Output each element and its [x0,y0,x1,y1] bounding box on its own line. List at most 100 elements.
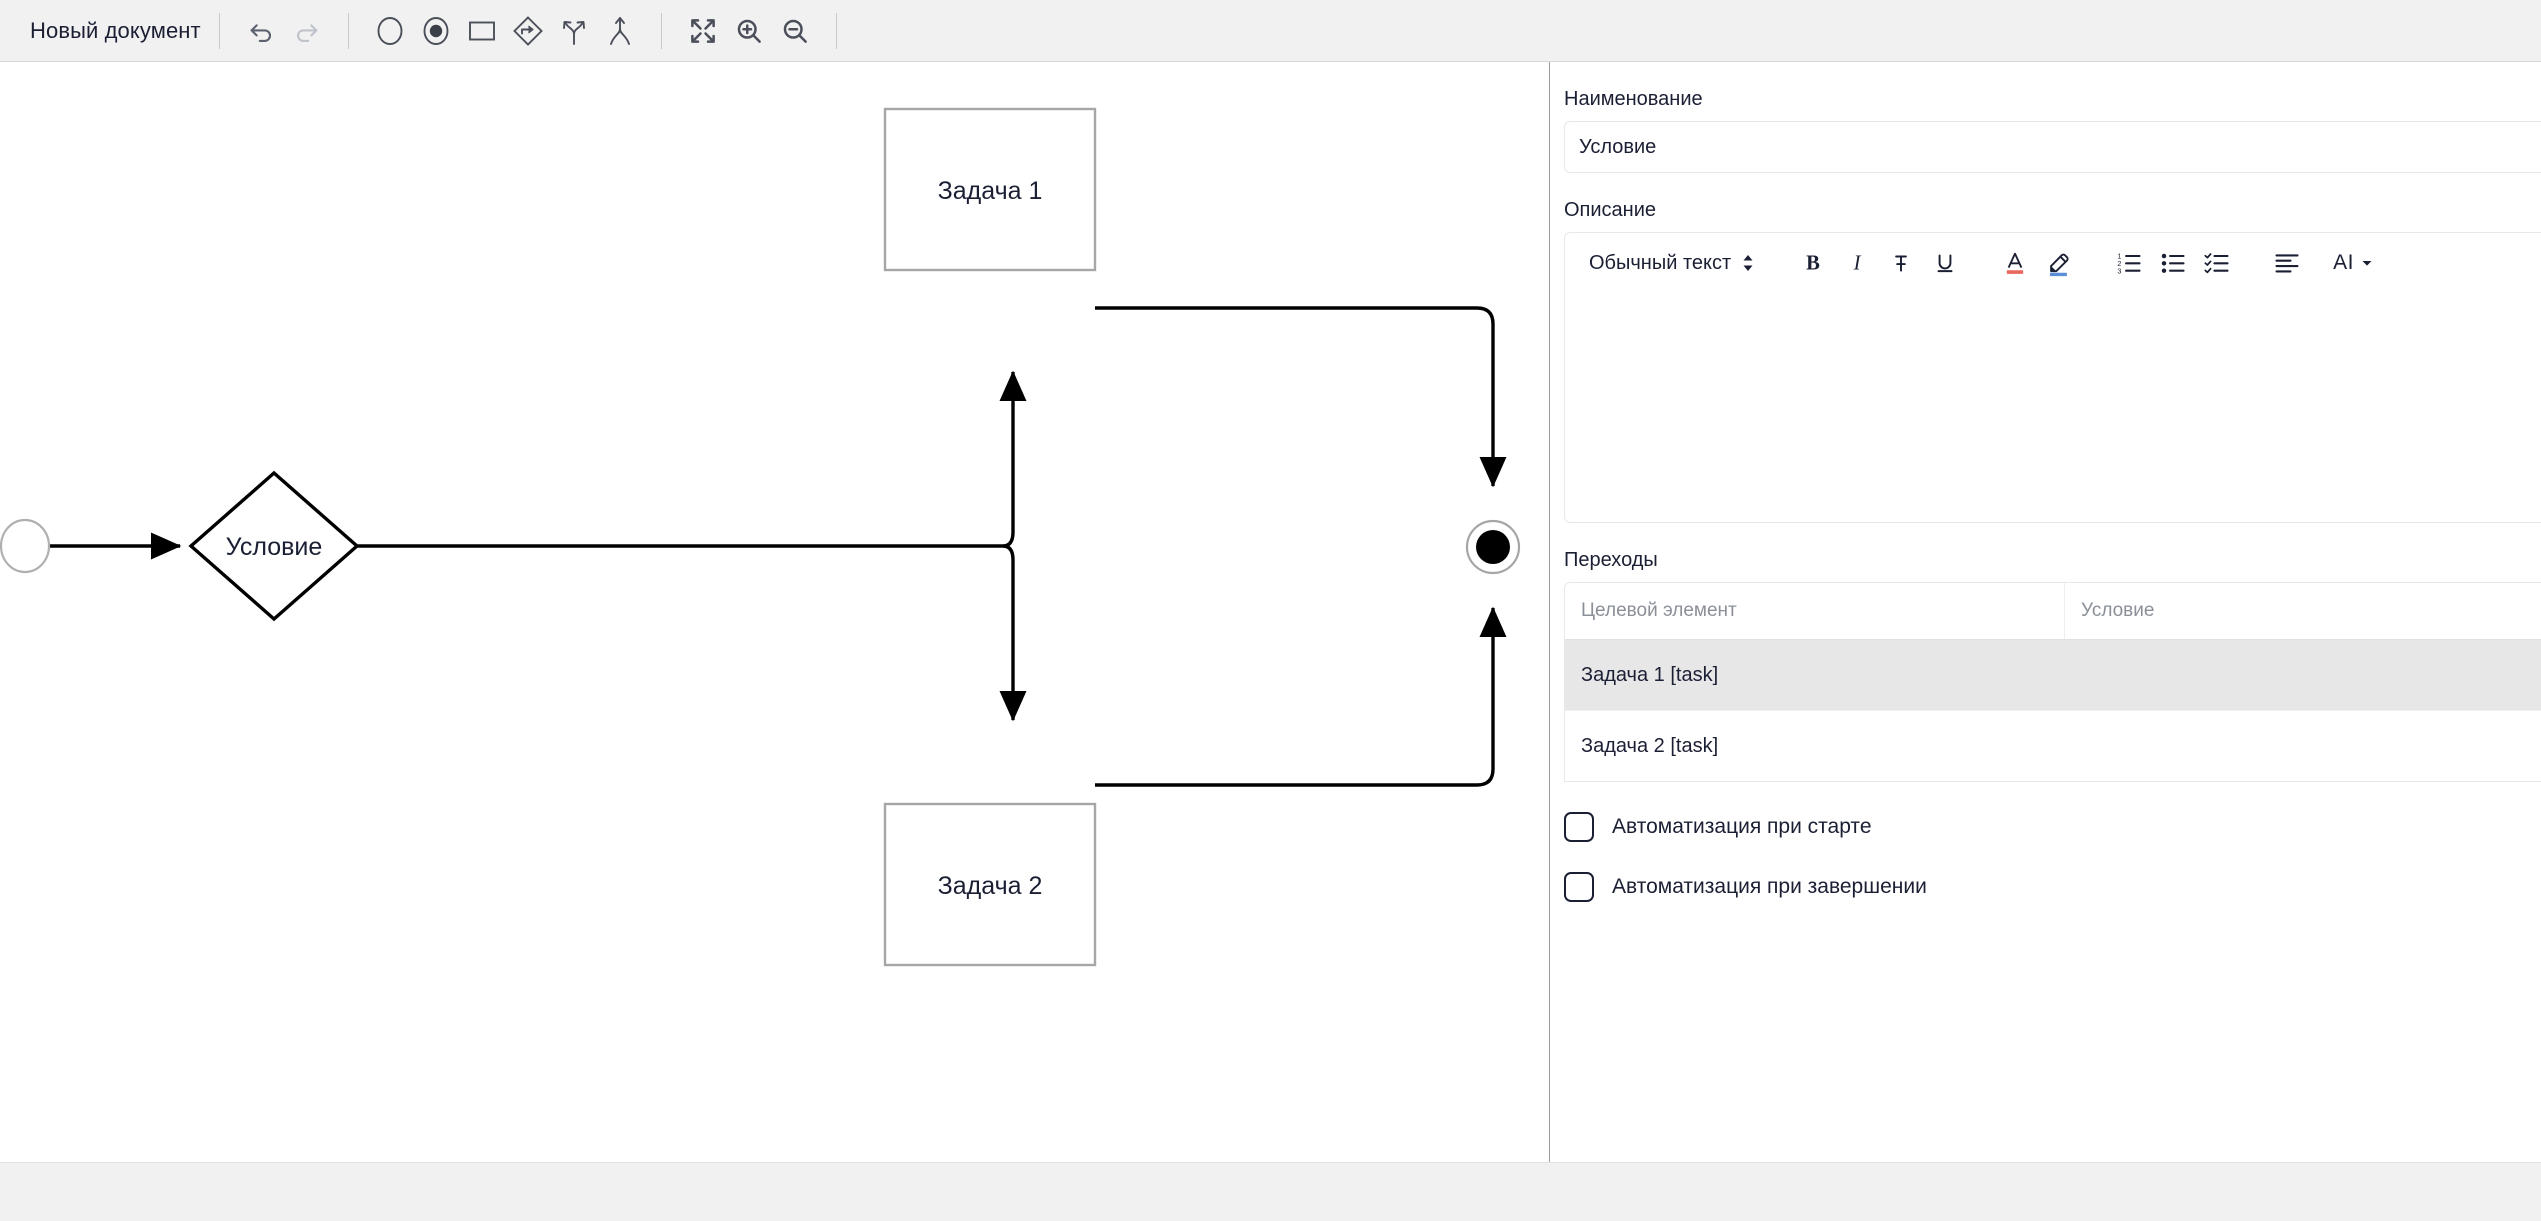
expand-arrows-icon [690,18,715,43]
add-merge-button[interactable] [597,8,643,54]
check-list-button[interactable] [2195,241,2239,285]
node-task1[interactable]: Задача 1 [883,107,1097,272]
align-left-icon [2275,254,2299,273]
text-color-button[interactable] [1993,241,2037,285]
add-condition-node-button[interactable] [505,8,551,54]
node-condition-label: Условие [226,533,323,561]
highlight-pen-icon [2050,253,2069,277]
circle-filled-icon [423,16,449,45]
italic-icon: I [1853,253,1862,275]
toolbar-divider-2 [347,12,349,49]
properties-panel: Наименование Условие Описание Обычный те… [1550,62,2541,1162]
undo-button[interactable] [238,8,284,54]
node-end[interactable] [1465,519,1521,575]
diagram-svg: Условие Задача 1 Задача 2 [0,107,1521,967]
redo-icon [296,23,318,42]
svg-text:B: B [1806,253,1820,275]
node-task1-label: Задача 1 [938,177,1043,205]
edge-task2-end[interactable] [1095,606,1507,787]
document-title[interactable]: Новый документ [30,17,201,43]
table-row[interactable]: Задача 2 [task] [1565,710,2541,781]
ordered-list-icon: 1 2 3 [2117,251,2141,275]
transitions-label: Переходы [1564,549,1658,571]
svg-text:1: 1 [2117,251,2121,260]
zoom-in-icon [737,19,761,43]
underline-button[interactable] [1923,241,1967,285]
table-cell-condition [2064,711,2541,781]
name-input[interactable]: Условие [1564,121,2541,173]
text-style-select[interactable]: Обычный текст [1575,241,1765,285]
node-condition[interactable]: Условие [188,470,360,622]
name-field-label: Наименование [1564,88,1703,110]
description-editor-body[interactable] [1565,293,2541,522]
toolbar-divider-3 [660,12,662,49]
svg-text:I: I [1853,253,1862,275]
text-color-icon [2006,252,2024,274]
node-start[interactable] [0,518,51,574]
description-field-label: Описание [1564,199,1657,221]
italic-button[interactable]: I [1835,241,1879,285]
checkbox-box [1564,812,1594,842]
split-arrows-icon [562,20,585,45]
ai-button[interactable]: AI [2323,241,2383,285]
automation-on-start-checkbox[interactable]: Автоматизация при старте [1564,812,2541,842]
text-style-value: Обычный текст [1589,251,1732,274]
ordered-list-button[interactable]: 1 2 3 [2107,241,2151,285]
automation-on-finish-checkbox[interactable]: Автоматизация при завершении [1564,872,2541,902]
add-split-button[interactable] [551,8,597,54]
checkbox-box [1564,872,1594,902]
diagram-canvas[interactable]: Условие Задача 1 Задача 2 [0,62,1549,1162]
align-button[interactable] [2265,241,2309,285]
node-task2[interactable]: Задача 2 [883,802,1097,967]
bold-button[interactable]: B [1791,241,1835,285]
highlight-button[interactable] [2037,241,2081,285]
node-task2-label: Задача 2 [938,872,1043,900]
top-toolbar: Новый документ [0,0,2541,62]
transitions-table-header: Целевой элемент Условие [1565,583,2541,639]
table-cell-condition [2064,640,2541,710]
table-cell-target: Задача 2 [task] [1581,734,1719,757]
toolbar-divider-4 [835,12,837,49]
toolbar-divider-1 [218,12,220,49]
edge-condition-task1[interactable] [999,370,1027,548]
bullet-list-button[interactable] [2151,241,2195,285]
add-task-node-button[interactable] [459,8,505,54]
underline-icon [1937,254,1953,273]
transitions-table: Целевой элемент Условие Задача 1 [task] … [1564,582,2541,782]
table-row[interactable]: Задача 1 [task] [1565,639,2541,710]
zoom-out-button[interactable] [772,8,818,54]
svg-text:2: 2 [2117,259,2121,268]
checkbox-label: Автоматизация при завершении [1612,875,1927,898]
add-end-node-button[interactable] [413,8,459,54]
bold-icon: B [1806,253,1820,275]
bullet-list-icon [2161,253,2185,273]
table-cell-target: Задача 1 [task] [1581,663,1719,686]
ai-button-label: AI [2333,251,2354,274]
strikethrough-button[interactable] [1879,241,1923,285]
diamond-arrow-icon [512,15,543,46]
undo-icon [250,23,271,42]
description-editor[interactable]: Обычный текст B I [1564,232,2541,523]
add-start-node-button[interactable] [367,8,413,54]
redo-button[interactable] [284,8,330,54]
name-input-value: Условие [1579,135,1657,158]
circle-outline-icon [377,16,403,45]
edge-condition-task2[interactable] [999,544,1027,722]
zoom-in-button[interactable] [726,8,772,54]
editor-toolbar: Обычный текст B I [1565,233,2541,293]
check-list-icon [2204,253,2229,274]
edge-task1-end[interactable] [1095,306,1507,488]
rectangle-icon [468,21,495,40]
panel-divider [1549,62,1550,1162]
merge-arrows-icon [609,16,630,45]
chevron-updown-icon [1743,255,1753,271]
zoom-out-icon [783,19,807,43]
checkbox-label: Автоматизация при старте [1612,815,1872,838]
strikethrough-icon [1895,255,1908,272]
fit-to-screen-button[interactable] [680,8,726,54]
svg-text:3: 3 [2117,266,2121,275]
bottom-bar [0,1162,2541,1221]
column-header-target: Целевой элемент [1581,600,1737,621]
chevron-down-icon [2362,261,2372,266]
